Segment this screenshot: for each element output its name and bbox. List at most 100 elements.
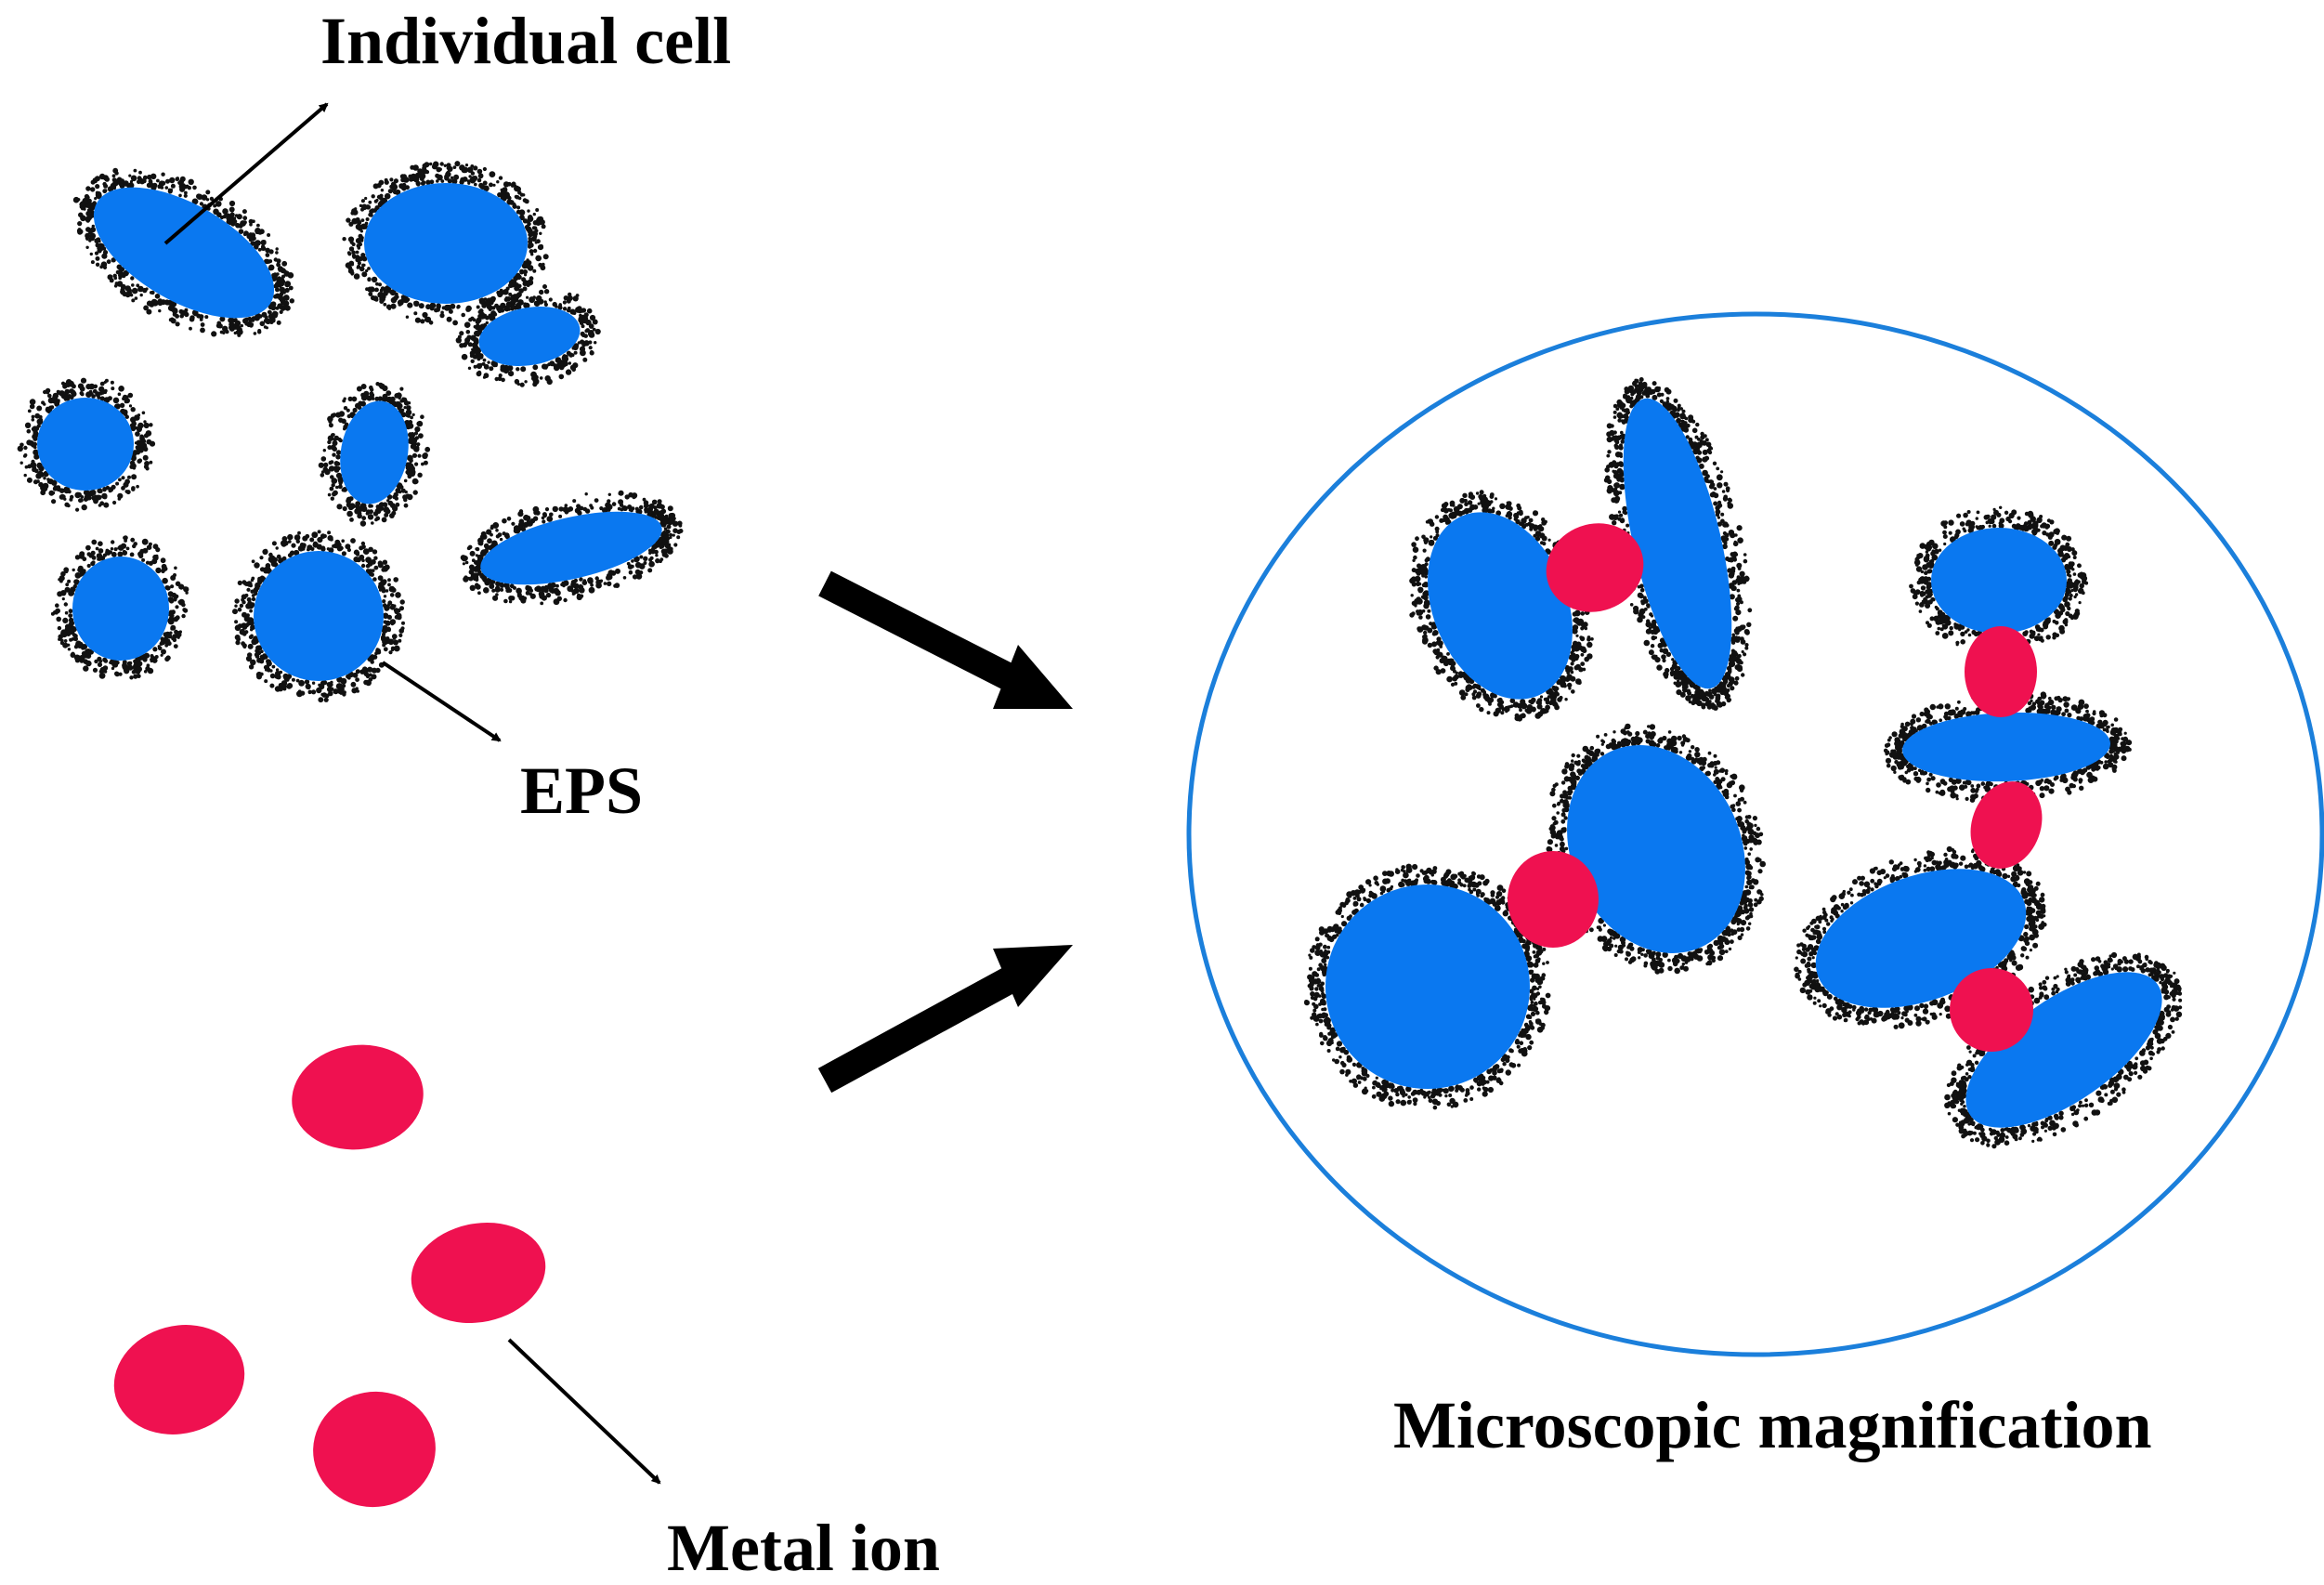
eps-dot — [1482, 507, 1488, 514]
eps-dot — [364, 221, 369, 226]
eps-dot — [1699, 691, 1705, 697]
eps-dot — [135, 431, 140, 437]
eps-dot — [179, 313, 184, 319]
eps-dot — [1726, 688, 1730, 692]
eps-dot — [1932, 543, 1939, 550]
eps-dot — [170, 183, 176, 189]
eps-dot — [1930, 551, 1936, 557]
eps-dot — [1943, 525, 1948, 530]
eps-dot — [392, 636, 396, 640]
eps-dot — [1713, 487, 1717, 491]
eps-dot — [1614, 444, 1620, 450]
eps-dot — [128, 404, 133, 408]
eps-dot — [2029, 629, 2034, 634]
eps-dot — [491, 588, 496, 593]
eps-dot — [123, 666, 130, 673]
eps-dot — [507, 364, 514, 372]
eps-dot — [508, 371, 515, 377]
eps-dot — [562, 300, 568, 305]
eps-dot — [1580, 652, 1585, 657]
eps-dot — [1915, 717, 1922, 723]
eps-dot — [1625, 410, 1631, 415]
eps-dot — [1957, 700, 1961, 704]
eps-dot — [386, 494, 393, 500]
eps-dot — [418, 303, 424, 309]
eps-dot — [2023, 524, 2028, 529]
eps-dot — [429, 302, 437, 309]
eps-dot — [52, 395, 58, 400]
eps-dot — [2110, 727, 2117, 733]
eps-dot — [367, 278, 372, 282]
eps-dot — [1586, 641, 1593, 648]
eps-dot — [1888, 736, 1892, 740]
eps-dot — [2046, 708, 2051, 712]
eps-dot — [394, 393, 400, 399]
eps-dot — [1684, 416, 1689, 421]
eps-dot — [2023, 521, 2029, 526]
eps-dot — [307, 690, 311, 695]
eps-dot — [1926, 713, 1932, 720]
eps-dot — [2058, 604, 2065, 611]
eps-dot — [1926, 787, 1931, 793]
eps-dot — [183, 586, 188, 591]
eps-dot — [47, 393, 52, 399]
eps-dot — [514, 185, 520, 192]
eps-dot — [1737, 654, 1742, 658]
eps-dot — [1466, 684, 1472, 690]
eps-dot — [55, 603, 59, 608]
eps-dot — [656, 503, 663, 509]
eps-dot — [1479, 490, 1484, 495]
eps-dot — [573, 350, 578, 355]
eps-dot — [1652, 381, 1657, 386]
eps-dot — [283, 300, 290, 307]
eps-dot — [490, 532, 493, 537]
eps-dot — [1682, 682, 1689, 688]
eps-dot — [1733, 680, 1739, 686]
eps-dot — [242, 645, 247, 649]
eps-dot — [102, 265, 108, 269]
eps-dot — [1517, 702, 1523, 709]
eps-dot — [489, 182, 493, 188]
eps-dot — [1563, 685, 1567, 688]
eps-dot — [2037, 633, 2041, 636]
eps-dot — [1648, 626, 1652, 631]
eps-dot — [402, 494, 408, 500]
eps-dot — [1959, 521, 1965, 527]
eps-dot — [1723, 494, 1728, 500]
eps-dot — [2113, 760, 2117, 764]
eps-dot — [90, 489, 97, 496]
eps-dot — [1964, 630, 1968, 634]
eps-dot — [1464, 502, 1469, 506]
eps-dot — [1746, 622, 1752, 627]
eps-dot — [1704, 438, 1709, 442]
eps-dot — [500, 188, 503, 192]
eps-dot — [103, 388, 108, 393]
eps-dot — [24, 422, 32, 428]
eps-dot — [145, 463, 149, 466]
eps-dot — [473, 364, 477, 369]
eps-dot — [1420, 595, 1426, 599]
eps-dot — [503, 289, 509, 294]
eps-dot — [183, 193, 188, 198]
eps-dot — [1528, 517, 1534, 523]
eps-dot — [150, 655, 154, 660]
eps-dot — [2065, 701, 2069, 706]
eps-dot — [1421, 609, 1426, 613]
eps-dot — [468, 175, 472, 178]
eps-dot — [2106, 753, 2109, 757]
eps-dot — [518, 518, 525, 525]
eps-dot — [161, 648, 166, 655]
eps-dot — [1674, 671, 1678, 675]
eps-dot — [1926, 781, 1929, 785]
eps-dot — [514, 378, 520, 385]
eps-dot — [382, 603, 387, 609]
eps-dot — [369, 213, 373, 217]
eps-dot — [136, 426, 142, 433]
eps-dot — [1904, 721, 1911, 727]
eps-dot — [2032, 526, 2038, 531]
eps-dot — [78, 553, 85, 559]
eps-dot — [57, 591, 63, 597]
eps-dot — [79, 659, 85, 663]
eps-dot — [440, 179, 445, 183]
eps-dot — [1425, 600, 1430, 606]
